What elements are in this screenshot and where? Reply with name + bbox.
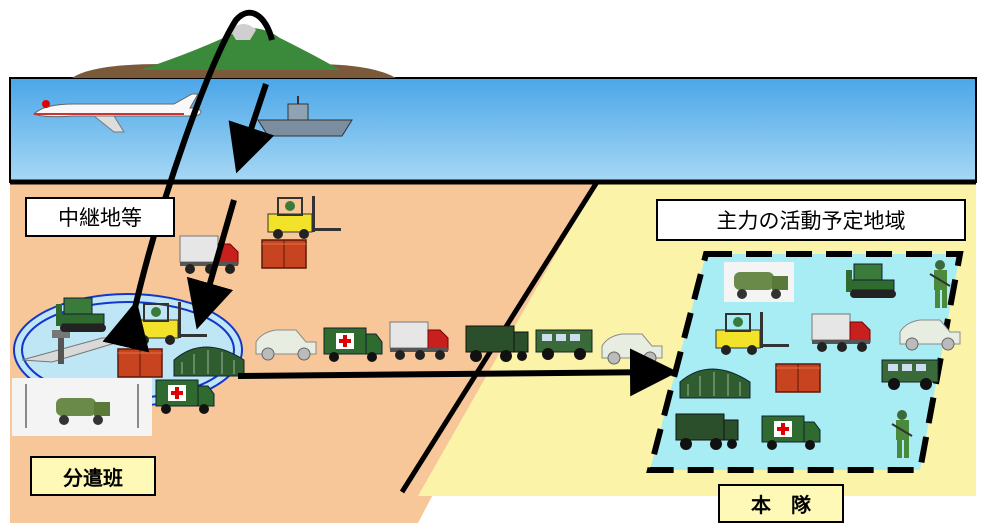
control-tower-icon (52, 330, 70, 364)
container-icon (775, 363, 821, 393)
detachment-label: 分遣班 (30, 456, 156, 496)
relay-point-label: 中継地等 (25, 197, 175, 237)
container-icon (117, 348, 163, 378)
mixer-truck-icon (724, 262, 794, 302)
airplane-icon (33, 93, 202, 133)
satellite-dish-icon (12, 378, 152, 436)
main-activity-area-label: 主力の活動予定地域 (656, 199, 966, 241)
main-body-label: 本 隊 (718, 484, 844, 523)
container-icon (261, 239, 307, 269)
mountain-island-icon (72, 24, 396, 78)
